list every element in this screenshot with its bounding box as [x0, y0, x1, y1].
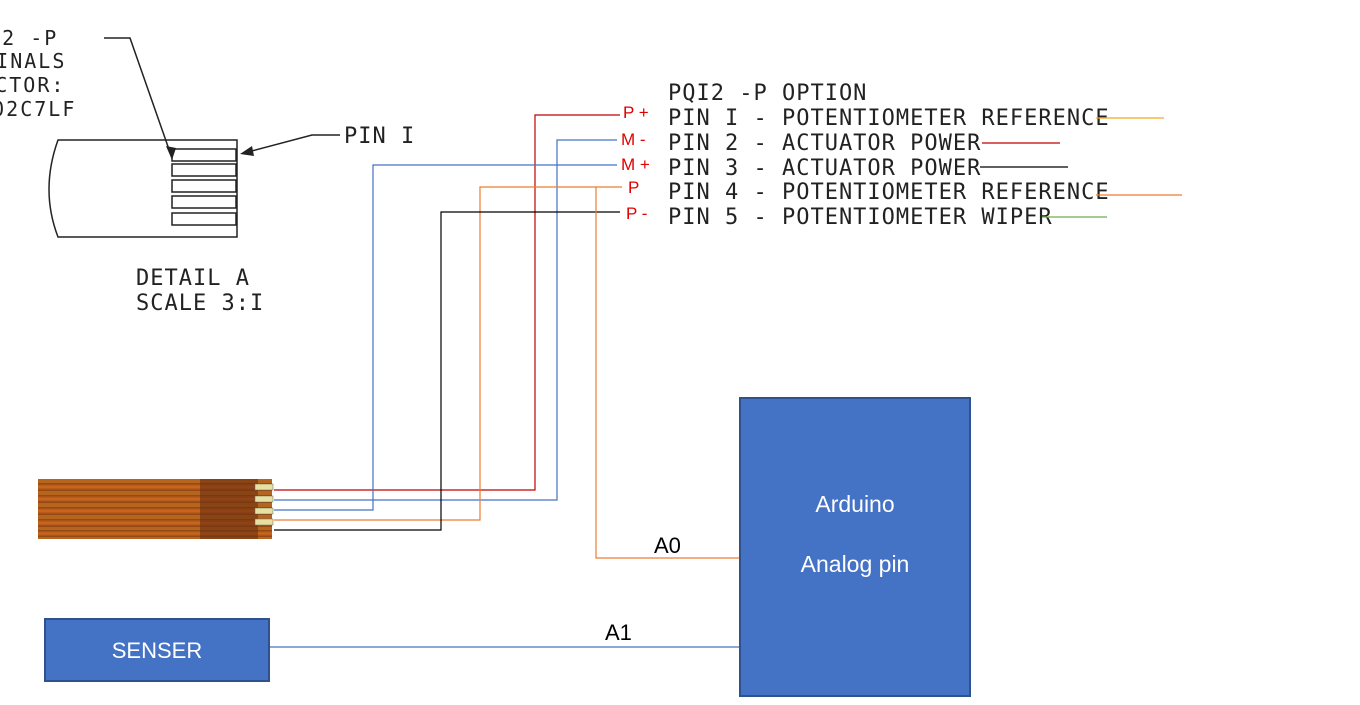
callout-line-2: TERMINALS	[0, 49, 66, 73]
pin-row-4: PIN 4 - POTENTIOMETER REFERENCE	[668, 180, 1110, 205]
pin-row-3: PIN 3 - ACTUATOR POWER	[668, 156, 981, 181]
pin1-leader	[247, 134, 340, 153]
callout-arrowhead	[166, 146, 176, 160]
arduino-title: Arduino	[815, 491, 895, 517]
pin-row-2: PIN 2 - ACTUATOR POWER	[668, 131, 981, 156]
callout-leader	[104, 37, 173, 159]
sensor-label: SENSER	[111, 638, 203, 663]
option-header: PQI2 -P OPTION	[668, 81, 867, 106]
signal-label-5: P -	[626, 204, 647, 223]
ribbon-cable	[38, 479, 274, 539]
signal-label-2: M -	[621, 130, 646, 149]
pin1-arrowhead	[240, 146, 254, 156]
a0-label: A0	[654, 533, 681, 558]
scale-caption: SCALE 3:I	[136, 291, 264, 316]
callout-line-1: PQI2 -P	[0, 26, 58, 50]
signal-label-3: M +	[621, 155, 650, 174]
connector-terminals	[171, 148, 237, 226]
pin-row-1: PIN I - POTENTIOMETER REFERENCE	[668, 106, 1110, 131]
detail-caption: DETAIL A	[136, 266, 250, 291]
connector-outline	[48, 139, 238, 238]
wire-a0	[595, 187, 740, 559]
callout-line-4: 65802C7LF	[0, 97, 76, 121]
signal-label-4: P	[628, 178, 639, 197]
callout-line-3: CONNECTOR:	[0, 73, 65, 97]
pin-row-5: PIN 5 - POTENTIOMETER WIPER	[668, 205, 1053, 230]
wire-pin2-blue	[274, 139, 617, 501]
sensor-box: SENSER	[44, 618, 270, 682]
option-rows: P + PIN I - POTENTIOMETER REFERENCE M - …	[621, 103, 1110, 230]
arduino-box: Arduino Analog pin	[739, 397, 971, 697]
pin1-label: PIN I	[344, 124, 415, 149]
wire-pin1-red	[274, 114, 620, 491]
wire-pin4-orange	[274, 186, 622, 521]
detail-callout: PQI2 -P TERMINALS CONNECTOR: 65802C7LF	[0, 26, 76, 121]
wire-pin3-blue	[274, 164, 617, 511]
signal-label-1: P +	[623, 103, 649, 122]
arduino-subtitle: Analog pin	[800, 551, 910, 577]
wire-pin5-black	[274, 211, 620, 531]
a1-label: A1	[605, 620, 632, 645]
